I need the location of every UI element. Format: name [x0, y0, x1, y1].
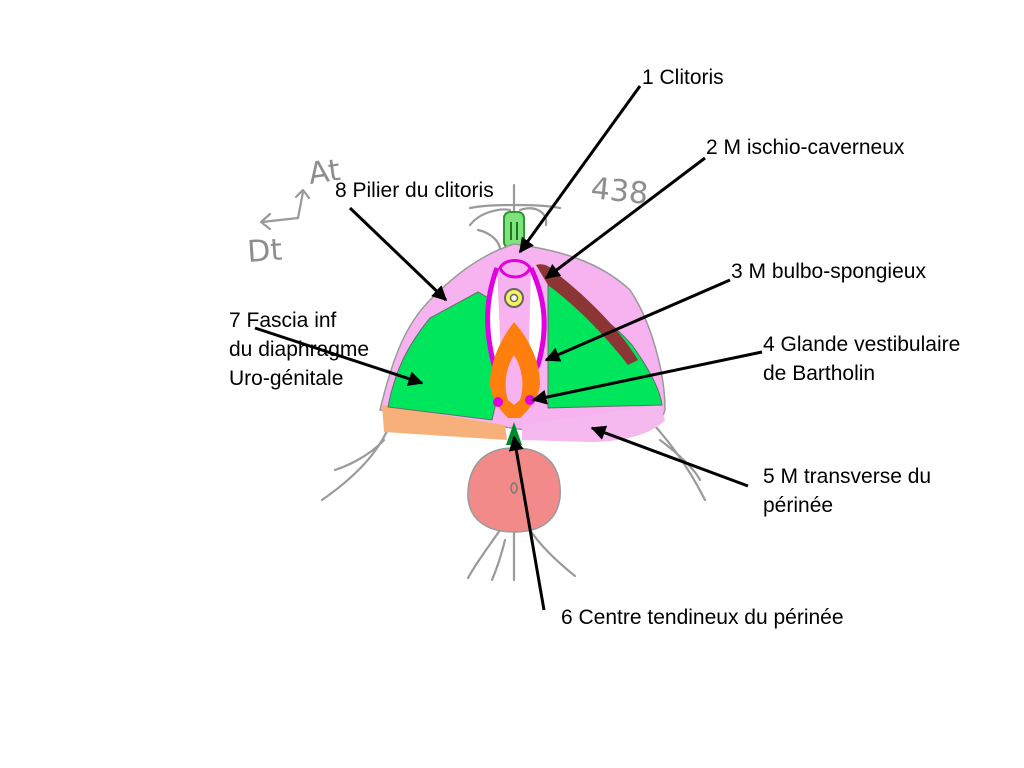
- label-bartholin: 4 Glande vestibulaire de Bartholin: [763, 330, 960, 388]
- label-clitoris: 1 Clitoris: [642, 63, 724, 92]
- label-fascia-line3: Uro-génitale: [229, 367, 344, 390]
- label-transverse-line1: 5 M transverse du: [763, 465, 932, 488]
- urethral-opening: [504, 288, 524, 308]
- label-central-tendon-line1: 6 Centre tendineux du périnée: [561, 606, 844, 629]
- orientation-sketch: At Dt 438: [246, 153, 650, 270]
- arrow-7: [254, 326, 424, 386]
- arrow-6: [508, 435, 546, 611]
- page-number-text: 438: [589, 171, 650, 212]
- arrow-8: [348, 206, 448, 302]
- label-clitoris-line1: 1 Clitoris: [642, 66, 724, 89]
- transverse-pink-right: [522, 405, 665, 442]
- label-fascia-line2: du diaphragme: [229, 338, 370, 361]
- leader-arrows: [254, 85, 763, 611]
- arrow-3: [544, 278, 731, 362]
- label-pilier-line1: 8 Pilier du clitoris: [335, 179, 494, 202]
- arrow-2: [544, 156, 706, 280]
- transverse-peach-left: [382, 405, 507, 440]
- label-fascia: 7 Fascia inf du diaphragme Uro-génitale: [229, 306, 369, 393]
- ischiocavernous-brown: [536, 264, 638, 365]
- label-central-tendon: 6 Centre tendineux du périnée: [561, 603, 844, 632]
- label-transverse: 5 M transverse du périnée: [763, 462, 931, 520]
- clitoris-shape: [503, 211, 525, 249]
- arrow-4: [531, 350, 763, 405]
- bulbospongiosus-orange: [490, 322, 540, 418]
- label-bartholin-line2: de Bartholin: [763, 362, 876, 385]
- label-bulbospongiosus: 3 M bulbo-spongieux: [731, 257, 926, 286]
- anus-region: [467, 447, 561, 533]
- orientation-ant-text: At: [306, 153, 343, 192]
- orientation-right-text: Dt: [246, 233, 283, 270]
- label-pilier: 8 Pilier du clitoris: [335, 176, 494, 205]
- label-bulbospongiosus-line1: 3 M bulbo-spongieux: [731, 260, 926, 283]
- arrow-1: [518, 85, 642, 254]
- bartholin-gland-left: [493, 397, 503, 407]
- label-bartholin-line1: 4 Glande vestibulaire: [763, 333, 961, 356]
- label-ischiocavernous: 2 M ischio-caverneux: [706, 133, 904, 162]
- arrow-5: [590, 425, 749, 488]
- green-left-region: [387, 291, 501, 421]
- label-fascia-line1: 7 Fascia inf: [229, 309, 337, 332]
- label-ischiocavernous-line1: 2 M ischio-caverneux: [706, 136, 905, 159]
- label-transverse-line2: périnée: [763, 494, 834, 517]
